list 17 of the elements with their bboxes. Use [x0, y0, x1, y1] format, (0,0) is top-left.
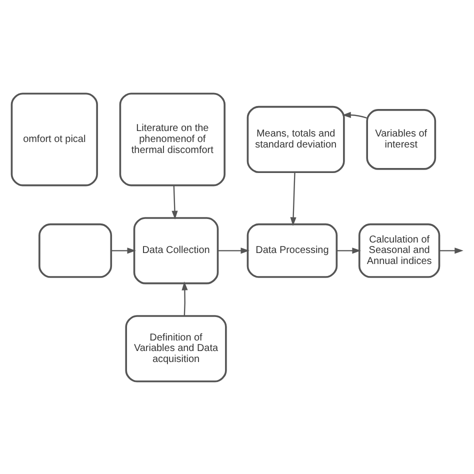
arrow — [342, 111, 367, 118]
arrow — [111, 247, 136, 254]
node-box: Definition of Variables and Data acquisition — [125, 314, 227, 382]
arrow — [336, 247, 361, 254]
node-box: Literature on the phenomenof of thermal discomfort — [119, 92, 226, 186]
node-box — [38, 222, 112, 278]
node-box: Calculation of Seasonal and Annual indices — [358, 222, 440, 278]
arrow — [290, 172, 296, 226]
arrow — [218, 247, 250, 254]
arrow — [182, 281, 188, 316]
node-box: omfort ot pical — [10, 92, 98, 186]
node-box: Data Collection — [133, 216, 219, 284]
node-box: Means, totals and standard deviation — [246, 105, 345, 173]
arrow — [439, 247, 464, 254]
node-box: Variables of interest — [366, 108, 436, 170]
arrow — [172, 184, 178, 220]
node-box: Data Processing — [246, 222, 338, 278]
